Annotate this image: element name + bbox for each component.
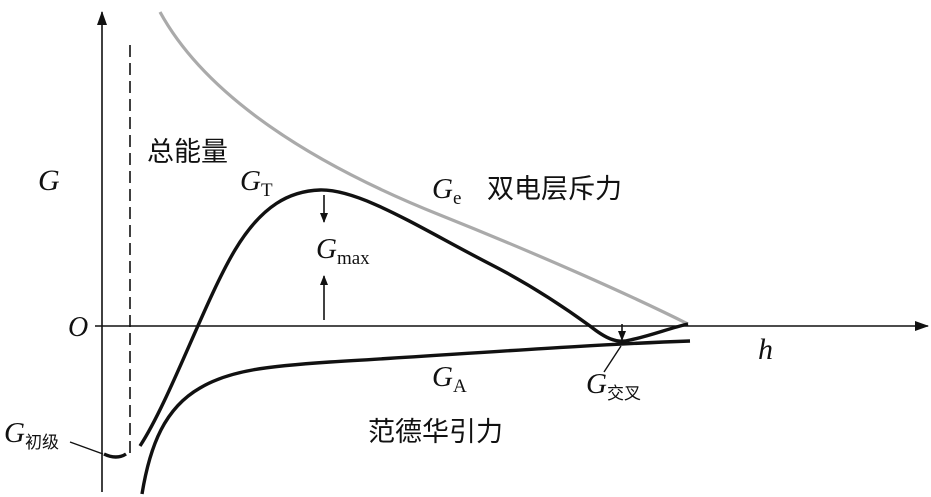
van-der-waals-label: 范德华引力: [368, 417, 503, 448]
van-der-waals-curve: [140, 339, 691, 495]
gcross-label: G交叉: [586, 368, 641, 404]
x-axis-label: h: [758, 333, 773, 366]
total-energy-primary-well: [103, 452, 127, 459]
gprimary-leader-line: [69, 441, 104, 455]
total-energy-curve: [138, 188, 689, 447]
ge-label: Ge: [432, 173, 461, 209]
ga-label: GA: [432, 361, 467, 397]
origin-label: O: [68, 312, 88, 343]
gprimary-label: G初级: [4, 417, 59, 453]
double-layer-repulsion-label: 双电层斥力: [487, 174, 622, 205]
gcross-leader-line: [603, 345, 622, 373]
y-axis-label: G: [38, 164, 60, 197]
gt-label: GT: [240, 165, 273, 201]
gmax-label: Gmax: [316, 233, 370, 269]
double-layer-repulsion-curve: [158, 11, 689, 326]
total-energy-label: 总能量: [147, 137, 228, 168]
